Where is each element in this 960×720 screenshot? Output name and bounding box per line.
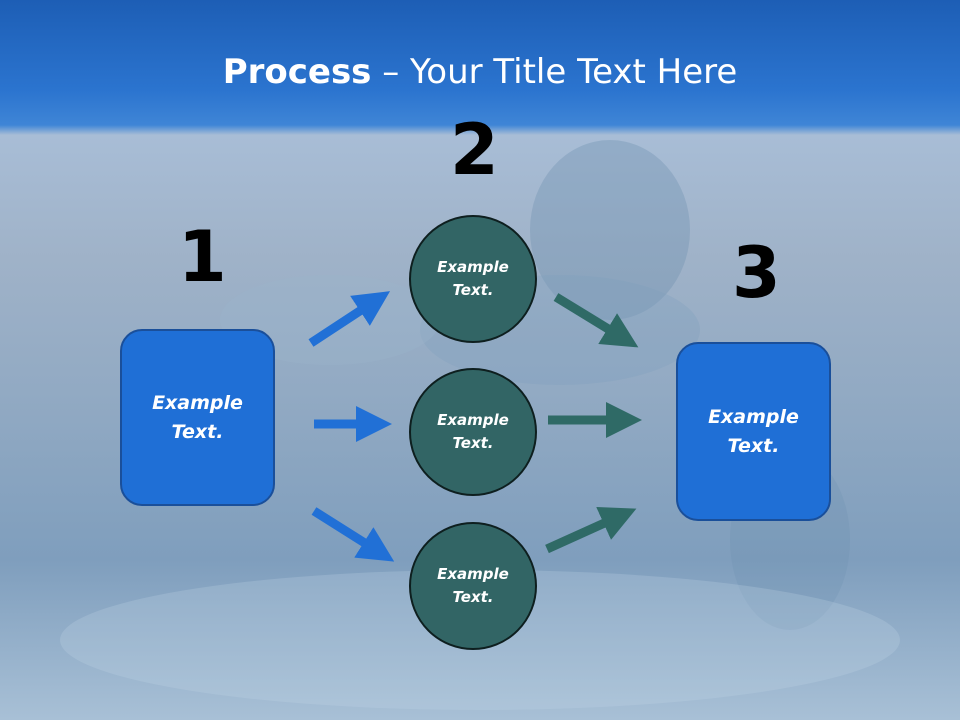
arrow-top-to-3	[553, 293, 639, 348]
step-1-box[interactable]: Example Text.	[120, 329, 275, 506]
slide-title: Process – Your Title Text Here	[0, 52, 960, 92]
step-1-text: Example Text.	[152, 391, 243, 443]
step-3-box[interactable]: Example Text.	[676, 342, 831, 521]
title-bold: Process	[222, 52, 372, 92]
arrow-bottom-to-3	[545, 507, 637, 554]
circle-bottom[interactable]: Example Text.	[409, 522, 537, 650]
step-number-2: 2	[450, 109, 499, 191]
circle-top[interactable]: Example Text.	[409, 215, 537, 343]
circle-top-text: Example Text.	[437, 258, 509, 299]
title-rest: – Your Title Text Here	[371, 52, 738, 92]
step-3-text: Example Text.	[708, 405, 799, 457]
arrow-1-to-top	[308, 291, 391, 347]
circle-middle-text: Example Text.	[437, 411, 509, 452]
circle-bottom-text: Example Text.	[437, 565, 509, 606]
step-number-3: 3	[732, 232, 781, 314]
circle-middle[interactable]: Example Text.	[409, 368, 537, 496]
arrow-1-to-bottom	[311, 507, 395, 562]
step-number-1: 1	[178, 216, 227, 298]
